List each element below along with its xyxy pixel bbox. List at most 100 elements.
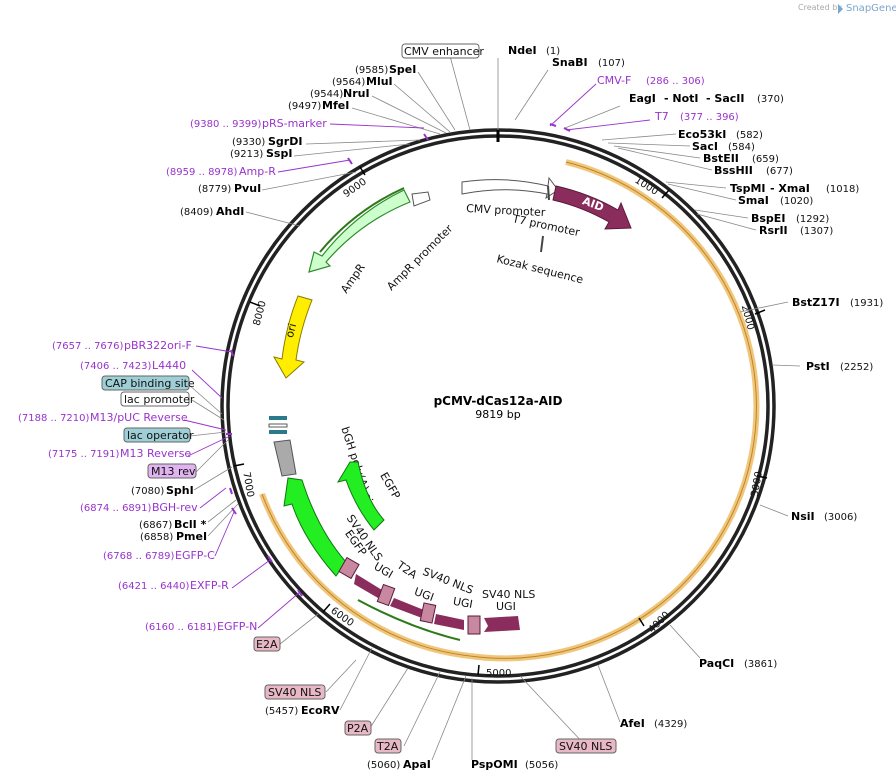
ugi-arrow-3[interactable] [434, 614, 464, 630]
sv40-nls-box-a[interactable] [264, 684, 326, 700]
enzyme-name: - NotI [664, 92, 699, 105]
primer-ticks [226, 123, 571, 597]
sv40-nls-label-b: SV40 NLS [559, 740, 612, 753]
egfp-inner-arrow[interactable] [336, 461, 385, 531]
enzyme-position: (5060) [367, 760, 400, 771]
primer-range: (6421 .. 6440) [118, 581, 190, 592]
sv40-nls-box-3[interactable] [419, 602, 437, 624]
m13-rev-label: M13 rev [151, 465, 196, 478]
enzyme-name: SpeI [389, 63, 416, 76]
ori-arrow[interactable] [272, 295, 313, 379]
primer-range: (8959 .. 8978) [166, 167, 238, 178]
enzyme-name: PmeI [176, 530, 207, 543]
ampr-label: AmpR [338, 261, 368, 296]
lac-marker-1 [269, 416, 287, 420]
enzyme-position: (1020) [780, 196, 813, 207]
enzyme-name: AhdI [216, 205, 244, 218]
primer-range: (286 .. 306) [646, 76, 705, 87]
enzyme-name: SphI [166, 484, 194, 497]
enzyme-name: PaqCI [699, 657, 734, 670]
primer-name: L4440 [152, 359, 186, 372]
primer-name: BGH-rev [152, 501, 198, 514]
enzyme-position: (5056) [525, 760, 558, 771]
primer-leaders [183, 83, 651, 629]
enzyme-position: (7080) [131, 486, 164, 497]
tick-label-3000: 3000 [750, 471, 765, 498]
t2a-box-label: T2A [376, 740, 399, 753]
sv40-nls-box-2[interactable] [376, 583, 396, 607]
ugi-label-4: UGI [496, 600, 516, 613]
enzyme-name: MluI [366, 75, 393, 88]
enzyme-position: (582) [736, 130, 763, 141]
sv40-nls-box-4[interactable] [467, 615, 481, 635]
lac-operator-box[interactable] [123, 427, 191, 443]
ugi-label-3: UGI [452, 595, 474, 611]
ampr-promoter-label: AmpR promoter [384, 222, 455, 293]
t7-promoter-label: T7 promoter [510, 212, 581, 239]
primer-name: EGFP-C [175, 549, 215, 562]
e2a-label: E2A [256, 638, 278, 651]
enzyme-position: (9585) [355, 65, 388, 76]
enzyme-labels-right: NdeI (1) SnaBI (107) EagI - NotI - SacII… [471, 44, 883, 771]
cap-binding-site-box[interactable] [101, 375, 190, 391]
ugi-arrow-1[interactable] [354, 574, 382, 598]
lac-promoter-box[interactable] [120, 391, 190, 407]
enzyme-name: PvuI [234, 182, 261, 195]
enzyme-name: BspEI [751, 212, 785, 225]
enzyme-leaders-right [471, 58, 801, 760]
lac-marker-3 [269, 430, 287, 434]
aid-label: AID [581, 194, 606, 214]
enzyme-position: (3006) [824, 512, 857, 523]
enzyme-position: (9213) [230, 149, 263, 160]
primer-name: M13 Reverse [120, 447, 191, 460]
plasmid-size: 9819 bp [475, 408, 520, 421]
enzyme-name: AfeI [620, 717, 645, 730]
cmv-enhancer-box[interactable] [401, 43, 480, 59]
ampr-arrow[interactable] [308, 189, 411, 273]
m13-rev-box[interactable] [147, 463, 197, 479]
tick-label-9000: 9000 [342, 176, 369, 200]
enzyme-name: - SacII [706, 92, 744, 105]
enzyme-position: (8779) [198, 184, 231, 195]
enzyme-name: MfeI [322, 99, 349, 112]
sv40-nls-box-1[interactable] [338, 556, 360, 580]
kozak-marker [540, 235, 544, 253]
enzyme-name: TspMI [730, 182, 766, 195]
egfp-outer-arrow[interactable] [283, 477, 347, 577]
enzyme-position: (9544) [310, 89, 343, 100]
plasmid-name: pCMV-dCas12a-AID [434, 394, 563, 408]
t7-marker [547, 185, 550, 201]
ori-label: ori [283, 322, 299, 339]
aid-arrow[interactable] [552, 185, 632, 230]
t2a-box[interactable] [374, 738, 402, 754]
primer-range: (7175 .. 7191) [48, 449, 120, 460]
enzyme-position: (584) [728, 142, 755, 153]
enzyme-name: SmaI [738, 194, 769, 207]
enzyme-name: EcoRV [301, 704, 340, 717]
enzyme-name: NruI [343, 87, 370, 100]
cmv-promoter-arrow[interactable] [461, 176, 559, 200]
enzyme-position: (677) [766, 166, 793, 177]
enzyme-position: (9564) [332, 77, 365, 88]
enzyme-position: (1307) [800, 226, 833, 237]
primer-range: (7406 .. 7423) [80, 361, 152, 372]
primer-labels: CMV-F (286 .. 306) T7 (377 .. 396) (9380… [18, 74, 739, 633]
tick-label-5000: 5000 [486, 668, 511, 679]
sv40-nls-box-b[interactable] [555, 738, 617, 754]
primer-name: EGFP-N [217, 620, 257, 633]
enzyme-name: RsrII [759, 224, 788, 237]
egfp-inner-line [357, 599, 461, 641]
cap-binding-site-label: CAP binding site [105, 377, 195, 390]
enzyme-position: (3861) [744, 659, 777, 670]
e2a-box[interactable] [253, 636, 281, 652]
enzyme-leaders-left [193, 71, 467, 761]
primer-name: Amp-R [239, 165, 276, 178]
bgh-polya-feature[interactable] [273, 439, 297, 477]
p2a-box[interactable] [344, 720, 372, 736]
ugi-arrow-4[interactable] [484, 616, 520, 632]
ugi-arrow-2[interactable] [390, 598, 424, 618]
orange-band-main-edge [469, 161, 757, 659]
ampr-promoter-arrow[interactable] [411, 191, 431, 207]
enzyme-position: (6858) [140, 532, 173, 543]
